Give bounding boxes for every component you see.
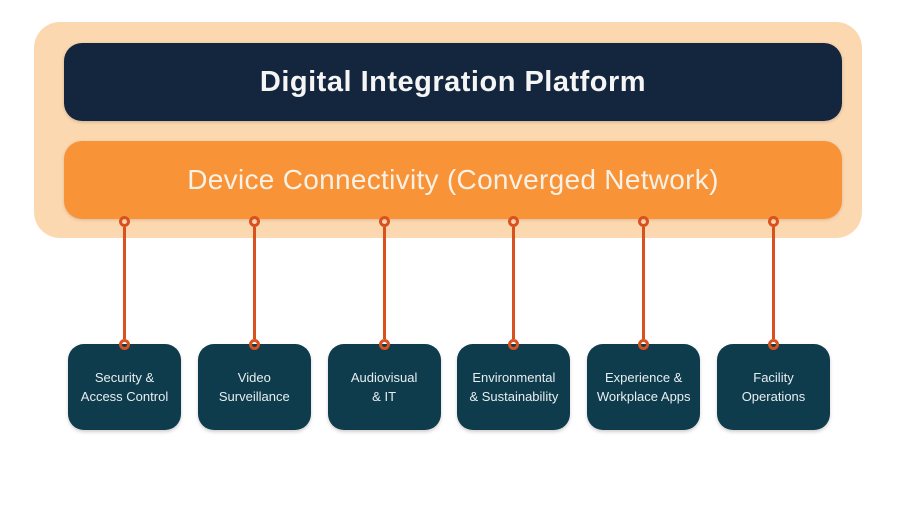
node-box-security-access-control: Security & Access Control bbox=[68, 344, 181, 430]
node-label-line1: Experience & bbox=[605, 370, 683, 385]
node-label-line1: Environmental bbox=[472, 370, 556, 385]
node-col-experience-workplace-apps: Experience & Workplace Apps bbox=[587, 216, 701, 430]
node-col-facility-operations: Facility Operations bbox=[716, 216, 830, 430]
node-box-audiovisual-it: Audiovisual & IT bbox=[327, 344, 441, 430]
node-label-line2: & Sustainability bbox=[469, 389, 559, 404]
connector-ring-bottom-icon bbox=[119, 339, 130, 350]
node-label-line1: Security & bbox=[94, 370, 155, 385]
node-label-line2: & IT bbox=[372, 389, 397, 404]
connector-ring-top-icon bbox=[767, 216, 779, 227]
node-box-environmental-sustainability: Environmental & Sustainability bbox=[457, 344, 571, 430]
connector-stem bbox=[252, 227, 256, 339]
node-col-environmental-sustainability: Environmental & Sustainability bbox=[457, 216, 571, 430]
node-col-audiovisual-it: Audiovisual & IT bbox=[327, 216, 441, 430]
connector-ring-bottom-icon bbox=[767, 339, 779, 350]
connector-stem bbox=[123, 227, 126, 339]
connector-ring-top-icon bbox=[378, 216, 390, 227]
connector-line bbox=[378, 216, 390, 350]
connector-stem bbox=[642, 227, 646, 339]
node-box-experience-workplace-apps: Experience & Workplace Apps bbox=[587, 344, 701, 430]
connector-line bbox=[638, 216, 650, 350]
connector-line bbox=[767, 216, 779, 350]
connector-ring-top-icon bbox=[508, 216, 520, 227]
connector-line bbox=[248, 216, 260, 350]
connector-ring-top-icon bbox=[638, 216, 650, 227]
node-label-line1: Facility bbox=[753, 370, 794, 385]
platform-group-container: Digital Integration Platform Device Conn… bbox=[34, 22, 862, 238]
digital-integration-platform-bar: Digital Integration Platform bbox=[64, 43, 842, 121]
node-label-line2: Workplace Apps bbox=[596, 389, 691, 404]
connector-line bbox=[508, 216, 520, 350]
connector-ring-bottom-icon bbox=[248, 339, 260, 350]
node-label-line2: Surveillance bbox=[218, 389, 290, 404]
connector-ring-bottom-icon bbox=[378, 339, 390, 350]
node-col-video-surveillance: Video Surveillance bbox=[197, 216, 311, 430]
device-connectivity-bar: Device Connectivity (Converged Network) bbox=[64, 141, 842, 219]
connector-stem bbox=[512, 227, 516, 339]
connector-ring-top-icon bbox=[248, 216, 260, 227]
connector-line bbox=[119, 216, 130, 350]
platform-bar-label: Digital Integration Platform bbox=[259, 65, 647, 98]
node-label-line1: Video bbox=[237, 370, 271, 385]
connector-ring-top-icon bbox=[119, 216, 130, 227]
node-col-security-access-control: Security & Access Control bbox=[68, 216, 181, 430]
connector-ring-bottom-icon bbox=[638, 339, 650, 350]
node-label-line2: Access Control bbox=[80, 389, 169, 404]
node-label-line2: Operations bbox=[741, 389, 806, 404]
nodes-row: Security & Access Control Video Surveill… bbox=[68, 216, 830, 430]
connector-stem bbox=[771, 227, 775, 339]
node-box-facility-operations: Facility Operations bbox=[716, 344, 830, 430]
connectivity-bar-label: Device Connectivity (Converged Network) bbox=[187, 164, 719, 195]
connector-stem bbox=[382, 227, 386, 339]
node-box-video-surveillance: Video Surveillance bbox=[197, 344, 311, 430]
node-label-line1: Audiovisual bbox=[350, 370, 418, 385]
connector-ring-bottom-icon bbox=[508, 339, 520, 350]
